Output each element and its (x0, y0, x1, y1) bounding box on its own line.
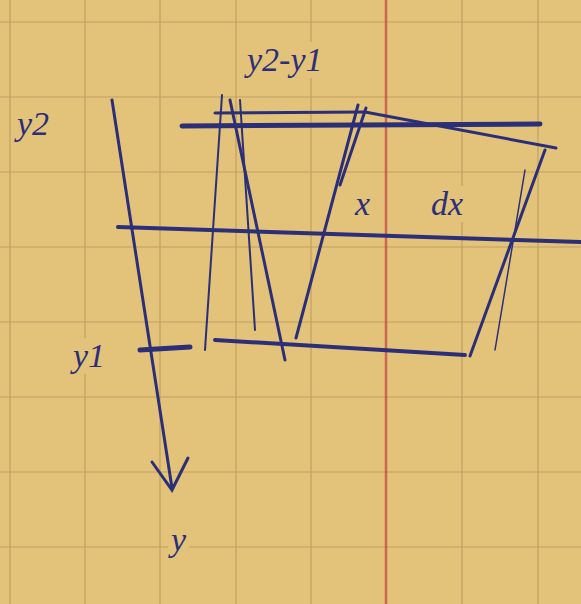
handwritten-label: y1 (70, 338, 108, 374)
handwritten-label: y2-y1 (244, 42, 326, 78)
handwritten-label: y (168, 522, 189, 558)
handwritten-label: dx (428, 186, 466, 222)
handwritten-label: y2 (14, 106, 52, 142)
handwritten-label: x (352, 186, 373, 222)
